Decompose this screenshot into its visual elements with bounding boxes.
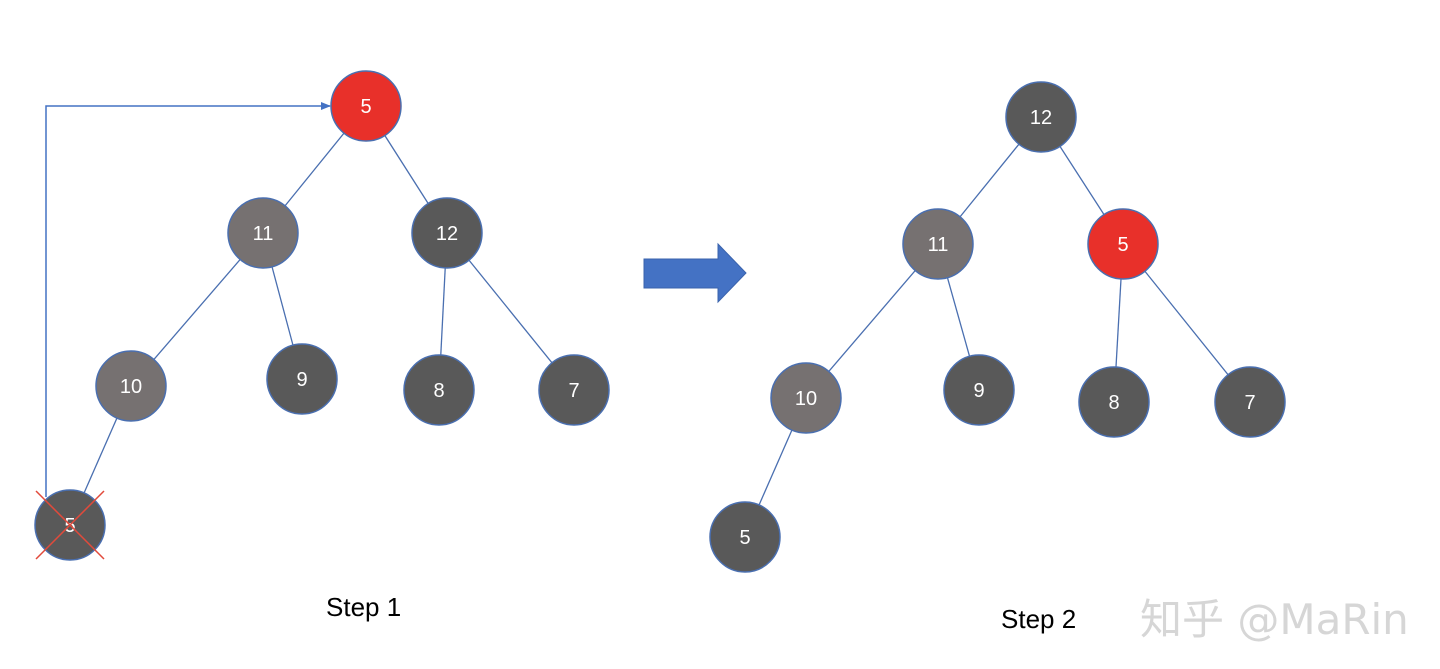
node-s2-5: 5 xyxy=(1087,208,1159,280)
node-circle xyxy=(1087,208,1159,280)
node-circle xyxy=(411,197,483,269)
node-label: 10 xyxy=(795,388,817,410)
transition-arrow-icon xyxy=(643,242,747,304)
node-s1-12: 12 xyxy=(411,197,483,269)
node-label: 10 xyxy=(120,376,142,398)
node-s1-7: 7 xyxy=(538,354,610,426)
node-s2-9: 9 xyxy=(943,354,1015,426)
node-circle xyxy=(1214,366,1286,438)
node-s1-11: 11 xyxy=(227,197,299,269)
node-circle xyxy=(330,70,402,142)
node-circle xyxy=(709,501,781,573)
node-label: 9 xyxy=(973,380,984,402)
node-s2-10: 10 xyxy=(770,362,842,434)
node-label: 11 xyxy=(928,234,949,256)
node-s1-10: 10 xyxy=(95,350,167,422)
node-label: 5 xyxy=(739,527,750,549)
node-label: 12 xyxy=(436,223,458,245)
edges-layer xyxy=(69,105,1251,538)
watermark: 知乎 @MaRin xyxy=(1140,595,1409,644)
node-circle xyxy=(227,197,299,269)
node-circle xyxy=(266,343,338,415)
node-circle xyxy=(902,208,974,280)
node-circle xyxy=(943,354,1015,426)
node-circle xyxy=(770,362,842,434)
node-label: 11 xyxy=(253,223,274,245)
node-circle xyxy=(1005,81,1077,153)
node-s2-11: 11 xyxy=(902,208,974,280)
node-s2-5b: 5 xyxy=(709,501,781,573)
node-circle xyxy=(1078,366,1150,438)
node-s1-root: 5 xyxy=(330,70,402,142)
node-label: 7 xyxy=(1244,392,1255,414)
node-s1-9: 9 xyxy=(266,343,338,415)
cross-mark-line xyxy=(35,490,105,560)
node-circle xyxy=(403,354,475,426)
node-circle xyxy=(538,354,610,426)
node-label: 12 xyxy=(1030,107,1052,129)
step2-caption: Step 2 xyxy=(1001,604,1077,634)
node-s1-5b: 5 xyxy=(34,489,106,561)
node-s2-root: 12 xyxy=(1005,81,1077,153)
node-s2-8: 8 xyxy=(1078,366,1150,438)
node-label: 8 xyxy=(433,380,444,402)
node-label: 8 xyxy=(1108,392,1119,414)
node-label: 5 xyxy=(360,96,371,118)
node-s1-8: 8 xyxy=(403,354,475,426)
node-label: 9 xyxy=(296,369,307,391)
node-label: 7 xyxy=(568,380,579,402)
node-circle xyxy=(95,350,167,422)
nodes-layer: 5 11 12 10 9 8 7 5 12 11 5 10 9 8 7 5 xyxy=(34,70,1286,573)
node-s2-7: 7 xyxy=(1214,366,1286,438)
step1-caption: Step 1 xyxy=(326,592,402,622)
node-label: 5 xyxy=(1117,234,1128,256)
move-arrow-line xyxy=(45,102,331,497)
